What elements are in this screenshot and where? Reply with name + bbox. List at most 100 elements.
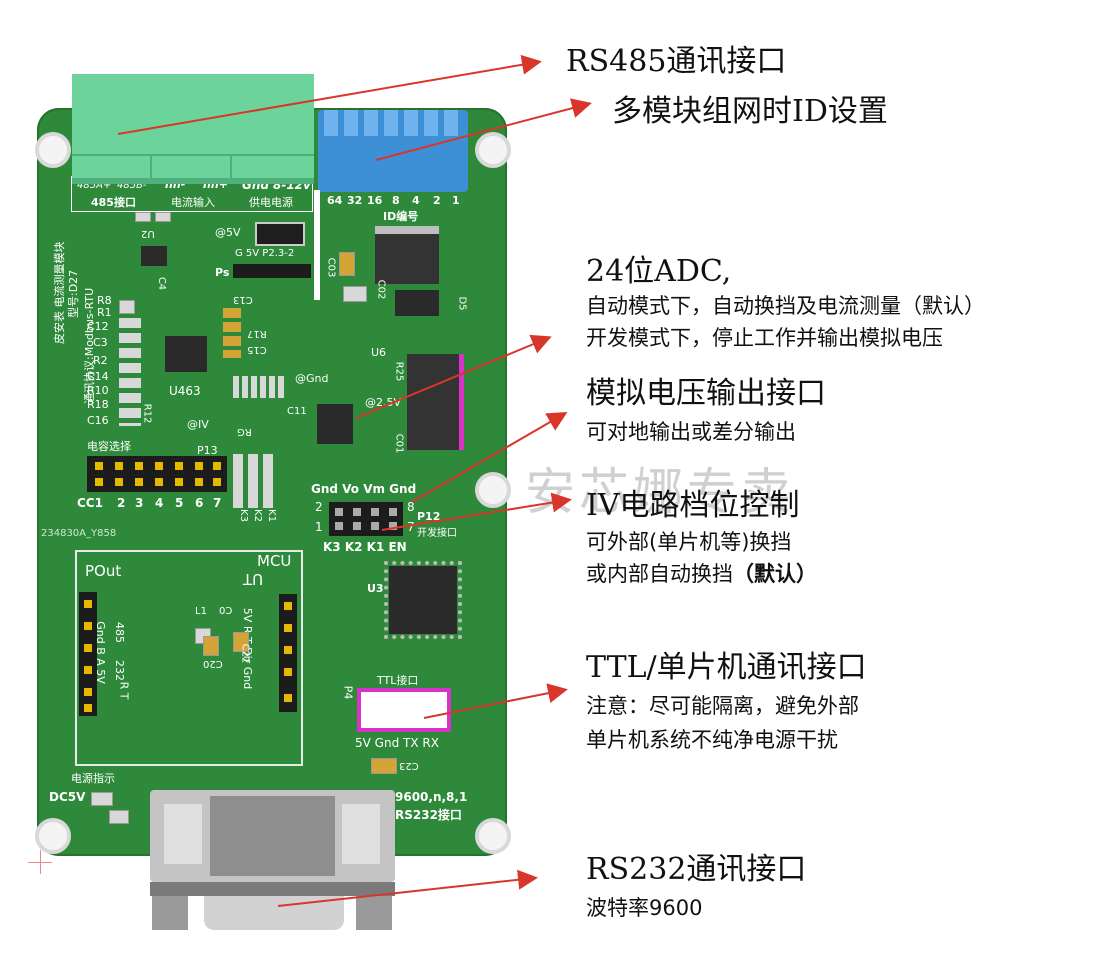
p12-label: P12: [417, 510, 441, 523]
annotation-analog-line1: 可对地输出或差分输出: [586, 420, 796, 444]
pout-label: POut: [85, 562, 122, 580]
arrow-id-setting: [375, 98, 592, 161]
annotation-id-setting: 多模块组网时ID设置: [612, 94, 888, 129]
header-p13: [87, 456, 227, 492]
resistor-r1: R1: [97, 306, 112, 319]
dip-number-8: 8: [392, 194, 400, 207]
dip-separator: [314, 190, 320, 300]
cc3-label: 3: [135, 496, 144, 510]
annotation-iv-line2-default: （默认）: [733, 562, 817, 586]
l1-label: L1: [195, 606, 207, 617]
mcu-area-box: [75, 550, 303, 766]
at5v-label: @5V: [215, 226, 241, 239]
rs485-terminal-block: [72, 74, 314, 184]
ttl-pin-labels: 5V Gnd TX RX: [355, 736, 439, 750]
header-ut: [279, 594, 297, 712]
ps-label: Ps: [215, 266, 230, 279]
smd-part: [135, 212, 151, 222]
terminal-group-485-label: 485接口: [91, 196, 136, 209]
arrow-analog: [411, 411, 568, 503]
cap-c16: C16: [87, 414, 109, 427]
at-gnd-label: @Gnd: [295, 372, 329, 385]
rs232-connector: [150, 790, 395, 930]
annotation-adc-line1: 自动模式下，自动换挡及电流测量（默认）: [586, 294, 985, 318]
dip-number-4: 4: [412, 194, 420, 207]
p12-right-top: 8: [407, 500, 415, 514]
annotation-rs485: RS485通讯接口: [566, 44, 787, 79]
terminal-group-power-label: 供电电源: [249, 196, 293, 209]
arrow-rs232: [277, 869, 538, 907]
annotation-ttl-line1: 注意：尽可能隔离，避免外部: [586, 694, 859, 718]
resistor-r8: R8: [97, 294, 112, 307]
pcb-board: 皮安表 电流测量模块 型号:D27 通讯协议:Modbus-RTU 485A+ …: [35, 108, 511, 856]
header-pout: [79, 592, 97, 716]
dip-number-64: 64: [327, 194, 343, 207]
arrow-ttl: [423, 683, 568, 719]
cc2-label: 2: [117, 496, 126, 510]
u463-chip: [165, 336, 207, 372]
annotation-rs232-line1: 波特率9600: [586, 896, 703, 920]
corner-crosshair: [40, 850, 41, 874]
board-id-label: 234830A_Y858: [41, 528, 117, 539]
cap-c02: [343, 286, 367, 302]
dip-number-32: 32: [347, 194, 363, 207]
terminal-group-current-label: 电流输入: [171, 196, 215, 209]
cap-c20: [203, 636, 219, 656]
cap-select-label: 电容选择: [87, 440, 131, 453]
cap-c23: [371, 758, 397, 774]
cap-c3: C3: [93, 336, 108, 349]
cap-c03: [339, 252, 355, 276]
annotation-iv-line1: 可外部(单片机等)换挡: [586, 530, 792, 554]
diode-top: [255, 222, 305, 246]
u3-label: U3: [367, 582, 384, 595]
power-led: [91, 792, 113, 806]
arrow-rs485: [117, 54, 542, 135]
id-dip-switch: [318, 110, 468, 192]
smd-array: [233, 376, 287, 398]
mounting-hole: [35, 818, 71, 854]
p12-top-labels: Gnd Vo Vm Gnd: [311, 482, 417, 496]
mounting-hole: [475, 818, 511, 854]
u6-label: U6: [371, 346, 387, 359]
annotation-adc-title: 24位ADC,: [586, 254, 732, 289]
annotation-analog-title: 模拟电压输出接口: [586, 376, 826, 411]
mcu-label: MCU: [257, 552, 292, 570]
annotation-adc-line2: 开发模式下，停止工作并输出模拟电压: [586, 326, 943, 350]
p12-left-top: 2: [315, 500, 323, 514]
rs232-info-1: 9600,n,8,1: [395, 790, 468, 804]
annotation-iv-line2-text: 或内部自动换挡: [586, 562, 733, 586]
cap-c22: [233, 632, 249, 652]
annotation-iv-line2: 或内部自动换挡（默认）: [586, 560, 817, 588]
annotation-ttl-line2: 单片机系统不纯净电源干扰: [586, 728, 838, 752]
cap-column: [223, 308, 241, 358]
dip-number-2: 2: [433, 194, 441, 207]
at-iv-label: @IV: [187, 418, 209, 431]
cc4-label: 4: [155, 496, 164, 510]
mounting-hole: [35, 132, 71, 168]
p12-sub-label: 开发接口: [417, 528, 457, 539]
mounting-hole: [475, 472, 511, 508]
ttl-label: TTL接口: [377, 674, 419, 687]
ttl-connector: [357, 688, 451, 732]
arrow-adc: [355, 334, 552, 419]
smd-column: [119, 318, 141, 426]
u3-chip: [384, 561, 462, 639]
adc-chip: [317, 404, 353, 444]
cc6-label: 6: [195, 496, 204, 510]
u463-label: U463: [169, 384, 201, 398]
cc5-label: 5: [175, 496, 184, 510]
d5-diode: [395, 290, 439, 316]
header-p23: [233, 264, 311, 278]
relay-array: [233, 454, 277, 508]
resistor-r18: R18: [87, 398, 109, 411]
arrow-iv: [381, 492, 572, 531]
dip-number-1: 1: [452, 194, 460, 207]
p23-label: G 5V P2.3-2: [235, 248, 295, 259]
dc5v-label: DC5V: [49, 790, 86, 804]
p12-left-bottom: 1: [315, 520, 323, 534]
c11-label: C11: [287, 406, 307, 417]
terminal-label-485b: 485B-: [117, 180, 147, 191]
dip-id-label: ID编号: [383, 210, 419, 223]
resistor-r10: R10: [87, 384, 109, 397]
